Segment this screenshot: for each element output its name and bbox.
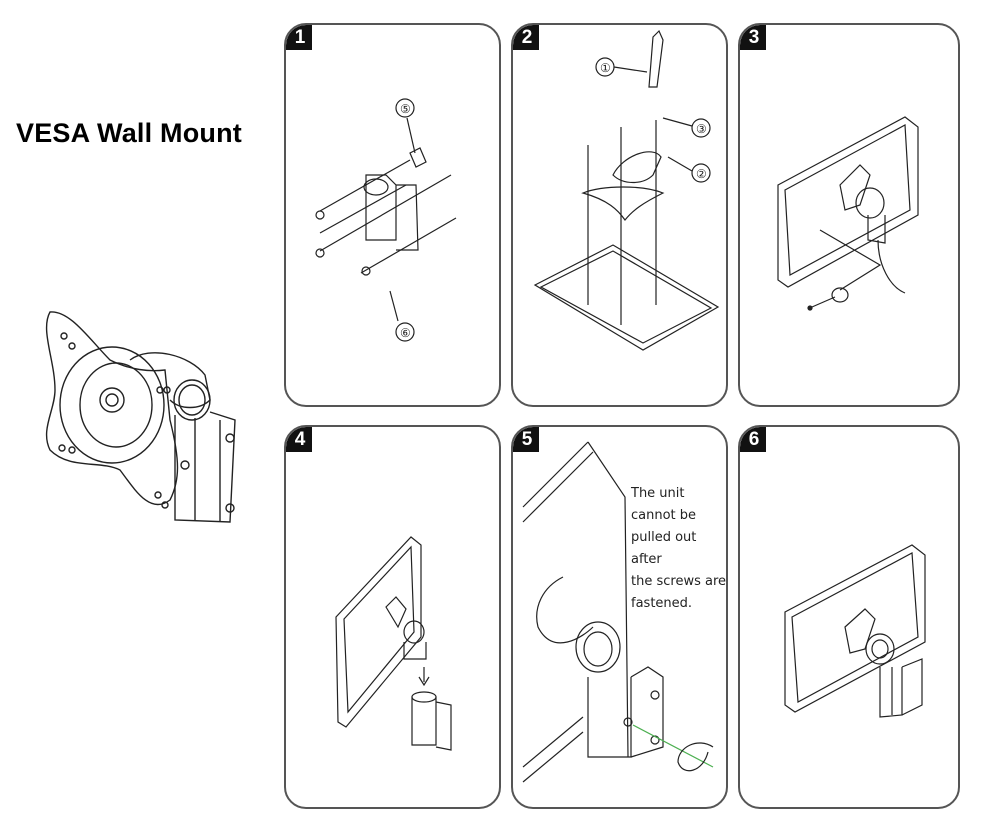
step-1-illustration: ⑤ ⑥ (315, 98, 457, 342)
step-4-illustration (335, 536, 452, 751)
step-3-panel: 3 (738, 23, 960, 407)
step-5-illustration (522, 441, 714, 783)
step-6-illustration (784, 544, 926, 718)
callout-label: ⑥ (400, 326, 411, 340)
step-5-note: The unit cannot be pulled out after the … (631, 486, 727, 611)
step-2-illustration: ① ③ ② (533, 29, 720, 351)
step-5-panel: 5 The unit cannot be pulled out after th… (511, 425, 728, 809)
step-3-illustration (777, 116, 919, 311)
step-badge: 2 (513, 25, 539, 50)
product-illustration (45, 311, 236, 523)
step-4-panel: 4 (284, 425, 501, 809)
callout-label: ⑤ (400, 102, 411, 116)
callout-label: ① (600, 61, 611, 75)
step-badge: 1 (286, 25, 312, 50)
step-6-panel: 6 (738, 425, 960, 809)
step-1-panel: 1 ⑤ ⑥ (284, 23, 501, 407)
callout-label: ③ (696, 122, 707, 136)
document-title: VESA Wall Mount (16, 118, 242, 148)
step-2-panel: 2 ① ③ ② (511, 23, 728, 407)
callout-label: ② (696, 167, 707, 181)
